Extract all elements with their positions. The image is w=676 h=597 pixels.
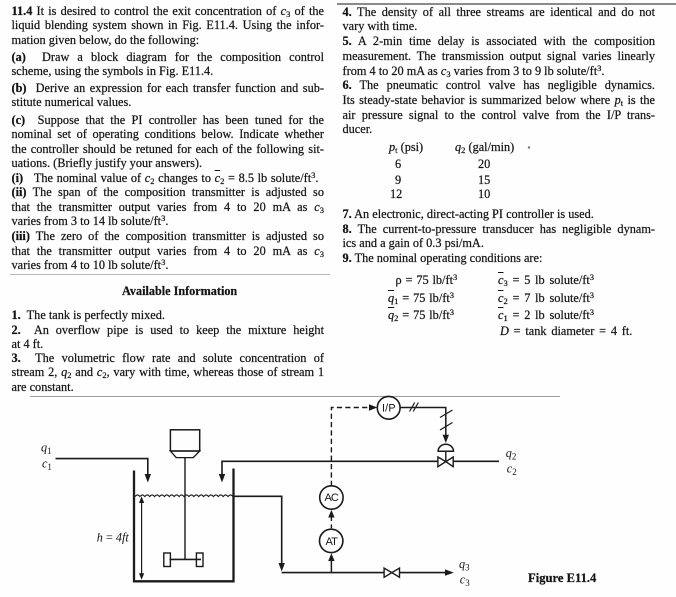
svg-text:h = 4ft: h = 4ft <box>97 531 130 545</box>
svg-text:q1: q1 <box>41 441 52 457</box>
svg-text:q2: q2 <box>506 446 517 462</box>
svg-text:AC: AC <box>324 492 338 504</box>
svg-text:c2: c2 <box>507 461 517 477</box>
svg-text:I/P: I/P <box>382 403 396 415</box>
svg-text:c1: c1 <box>42 457 52 473</box>
svg-text:c3: c3 <box>460 572 470 588</box>
svg-text:q3: q3 <box>459 557 470 573</box>
svg-text:AT: AT <box>325 536 338 548</box>
